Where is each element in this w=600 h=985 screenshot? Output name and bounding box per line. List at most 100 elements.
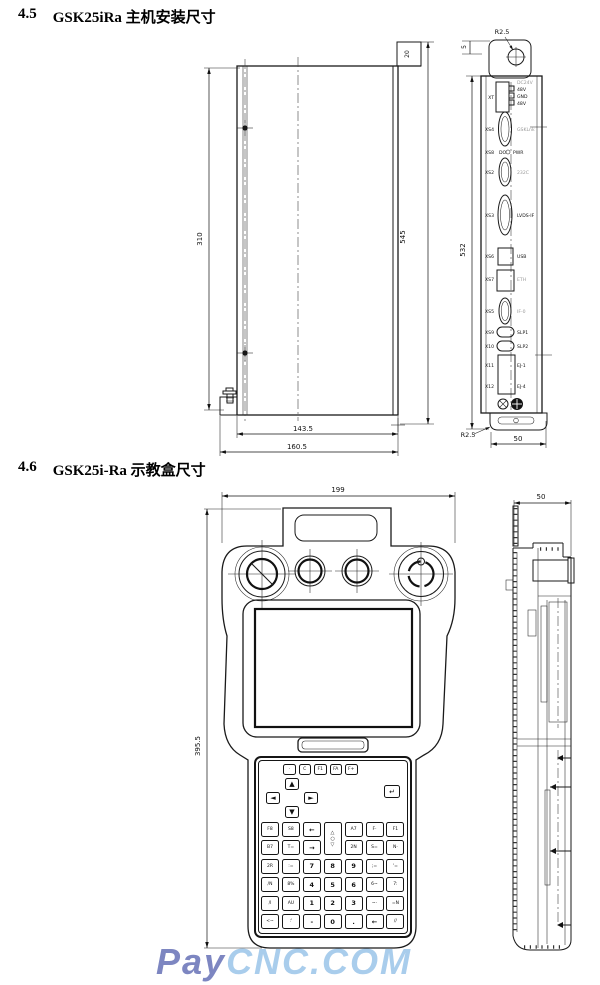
- keypad-key: :': [281, 914, 300, 929]
- pendant-front-view: 199 395.5: [194, 486, 456, 949]
- panel-label: XS4: [485, 127, 494, 133]
- keypad-key: 9: [344, 858, 363, 874]
- panel-label: XS3: [485, 213, 494, 219]
- section-number: 4.5: [18, 6, 37, 22]
- keypad-key: ←: [302, 822, 321, 837]
- panel-label: IF-0: [517, 309, 526, 315]
- panel-label: X11: [485, 363, 494, 369]
- dim-radius-top: R2.5: [495, 28, 510, 36]
- keypad-key: F1: [386, 822, 405, 837]
- dim-radius-bottom: R2.5: [461, 431, 476, 439]
- keypad-key: C: [298, 764, 311, 775]
- panel-label: GND: [517, 94, 528, 100]
- keypad-key: =N: [386, 895, 405, 911]
- keypad-key: F·: [365, 822, 384, 837]
- keypad-key: 1: [302, 895, 321, 911]
- dim-tab-offset: 5: [461, 45, 468, 49]
- keypad-key: ~·: [365, 895, 384, 911]
- panel-label: GSKLnk: [517, 127, 535, 133]
- panel-label: XS6: [485, 254, 494, 260]
- keypad-key: 6: [344, 877, 363, 893]
- keypad-key: 6~: [365, 877, 384, 893]
- keypad-key: 7:: [386, 877, 405, 893]
- keypad-key: /I: [261, 895, 279, 911]
- panel-label: 232C: [517, 170, 529, 176]
- panel-label: XS8: [485, 150, 494, 156]
- keypad-key: FA: [329, 764, 342, 775]
- dim-main-width-inner: 143.5: [293, 425, 313, 433]
- panel-label: XS9: [485, 330, 494, 336]
- keypad-key: ►: [304, 792, 318, 804]
- section-title: GSK25iRa 主机安装尺寸: [52, 10, 216, 26]
- keypad-key: S8: [281, 822, 300, 837]
- keypad-key: <~: [261, 914, 279, 929]
- section-heading-4-5: 4.5 GSK25iRa 主机安装尺寸: [18, 6, 216, 27]
- keypad-key: /N: [261, 877, 279, 893]
- panel-label: LVDS-IF: [517, 213, 535, 219]
- keypad-key: :=: [281, 858, 300, 874]
- keypad-key: A7: [344, 822, 363, 837]
- keypad-key: .: [344, 914, 363, 929]
- panel-label: SLP1: [517, 330, 528, 336]
- keypad-key: T=: [281, 840, 300, 856]
- section-heading-4-6: 4.6 GSK25i-Ra 示教盒尺寸: [18, 459, 206, 480]
- pendant-side-view: 50: [505, 493, 575, 951]
- keypad-key: '=: [386, 858, 405, 874]
- section-title: GSK25i-Ra 示教盒尺寸: [52, 463, 206, 479]
- panel-label: DC24V: [517, 80, 534, 86]
- keypad-key: -: [302, 914, 321, 929]
- panel-label: EJ-4: [517, 384, 526, 390]
- dim-main-tab: 20: [404, 50, 411, 58]
- panel-label: DO: [499, 150, 507, 156]
- panel-label: SLP2: [517, 344, 528, 350]
- keypad-key: ◄: [266, 792, 280, 804]
- panel-label: EJ-1: [517, 363, 526, 369]
- main-unit-front-view: 310 545 20 143.5 160.5: [196, 41, 434, 456]
- keypad-outline: [254, 756, 412, 938]
- dim-pendant-height: 395.5: [194, 736, 202, 756]
- panel-label: X12: [485, 384, 494, 390]
- main-unit-side-view: R2.5 5 532 XT DC24V 48V GND 48V: [459, 28, 552, 448]
- keypad-key: N·: [386, 840, 405, 856]
- keypad-key: 2N: [344, 840, 363, 856]
- dim-pendant-depth: 50: [537, 493, 546, 501]
- dim-main-width-overall: 160.5: [287, 443, 307, 451]
- keypad-key: F8: [261, 822, 279, 837]
- dim-main-height-left: 310: [196, 232, 204, 245]
- panel-label: USB: [517, 254, 526, 260]
- keypad-key: ·: [283, 764, 296, 775]
- keypad-key: F1: [314, 764, 327, 775]
- dim-side-height: 532: [459, 243, 467, 256]
- dim-main-height-right: 545: [399, 230, 407, 243]
- keypad-key: 0: [323, 914, 342, 929]
- panel-label: XS2: [485, 170, 494, 176]
- keypad-key: →: [302, 840, 321, 856]
- dim-pendant-width: 199: [331, 486, 344, 494]
- keypad-key: F+: [345, 764, 358, 775]
- keypad-key: ←: [365, 914, 384, 929]
- panel-label: ETH: [517, 277, 526, 283]
- keypad-key: S=: [365, 840, 384, 856]
- keypad-key: 8%: [281, 877, 300, 893]
- panel-label: XS7: [485, 277, 494, 283]
- keypad-key: ↵: [384, 785, 400, 798]
- keypad-key: B7: [261, 840, 279, 856]
- panel-label: 48V: [517, 101, 527, 107]
- keypad-key: ;=: [365, 858, 384, 874]
- panel-label: XS5: [485, 309, 494, 315]
- keypad-key: //: [386, 914, 405, 929]
- keypad-key: △ ○ ▽: [323, 822, 342, 856]
- section-number: 4.6: [18, 459, 37, 475]
- keypad-key: 8: [323, 858, 342, 874]
- keypad-key: 5: [323, 877, 342, 893]
- keypad-key: 7: [302, 858, 321, 874]
- keypad-key: 2R: [261, 858, 279, 874]
- keypad-key: AU: [281, 895, 300, 911]
- panel-label: PWR: [513, 150, 524, 156]
- panel-label: 48V: [517, 87, 527, 93]
- keypad-key: 4: [302, 877, 321, 893]
- dim-side-width: 50: [514, 435, 523, 443]
